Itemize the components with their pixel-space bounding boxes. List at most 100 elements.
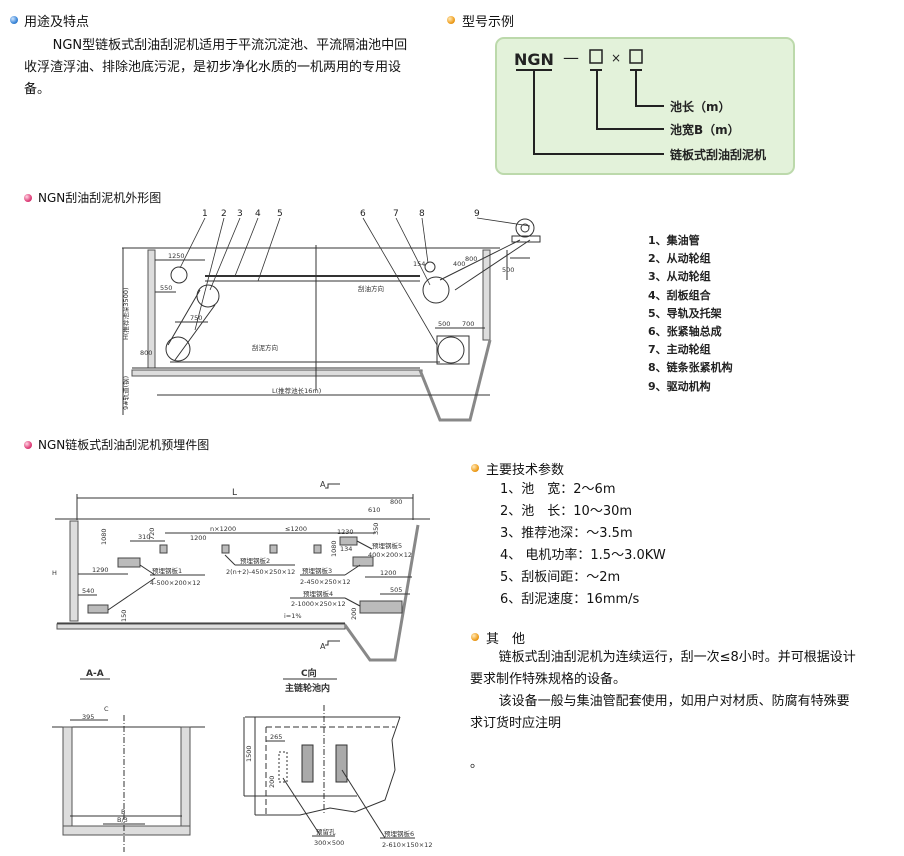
- direction-label-oil: 刮油方向: [358, 284, 384, 293]
- dim-label: 800: [465, 255, 477, 263]
- param-item: 4、 电机功率：1.5～3.0KW: [500, 548, 666, 563]
- dim-label: 350: [372, 523, 380, 535]
- bullet-icon: [24, 441, 32, 449]
- dim-label: 550: [160, 284, 172, 292]
- dim-label: 1200: [190, 534, 207, 542]
- model-times: ×: [611, 51, 621, 65]
- dim-label: 540: [82, 587, 94, 595]
- callout-1: 1: [202, 209, 208, 219]
- param-item: 6、刮泥速度：16mm/s: [500, 592, 640, 607]
- rail-label: 9#轨道(钢): [121, 376, 130, 410]
- section-heading-embed: NGN链板式刮油刮泥机预埋件图: [38, 438, 210, 452]
- view-c-subtitle: 主链轮池内: [285, 682, 330, 694]
- dim-label: 154: [413, 260, 425, 268]
- dim-label: 1200: [380, 569, 397, 577]
- usage-text: NGN型链板式刮油刮泥机适用于平流沉淀池、平流隔油池中回收浮渣浮油、排除池底污泥…: [24, 38, 408, 97]
- plate-label: 预埋钢板3: [302, 566, 332, 575]
- dim-label: 750: [190, 314, 202, 322]
- direction-label-sludge: 刮泥方向: [252, 343, 278, 352]
- plate-size: 4-500×200×12: [150, 579, 200, 587]
- dim-label: C: [104, 705, 109, 713]
- bullet-icon: [471, 633, 479, 641]
- slope-label: i=1%: [284, 612, 302, 620]
- legend-item: 3、从动轮组: [648, 270, 711, 284]
- dim-label: ≤1200: [285, 525, 307, 533]
- section-heading-other: 其 他: [486, 632, 526, 647]
- dim-label: 1080: [330, 540, 338, 557]
- plate-size: 400×200×12: [368, 551, 412, 559]
- params-list: 1、池 宽：2～6m 2、池 长：10～30m 3、推荐池深：～3.5m 4、 …: [500, 479, 666, 611]
- section-aa-drawing: [52, 678, 205, 852]
- view-c-title: C向: [301, 667, 317, 679]
- plate-label: 预埋钢板5: [372, 541, 402, 550]
- callout-8: 8: [419, 209, 425, 219]
- param-item: 2、池 长：10～30m: [500, 504, 633, 519]
- plate-label: 预埋钢板4: [303, 589, 333, 598]
- dim-label: 505: [390, 586, 402, 594]
- callout-9: 9: [474, 209, 480, 219]
- dim-label: 1080: [100, 528, 108, 545]
- param-item: 5、刮板间距：～2m: [500, 570, 621, 585]
- usage-paragraph: NGN型链板式刮油刮泥机适用于平流沉淀池、平流隔油池中回收浮渣浮油、排除池底污泥…: [24, 35, 420, 101]
- hole-label: 预留孔: [316, 827, 336, 836]
- other-paragraph: 链板式刮油刮泥机为连续运行，刮一次≤8小时。并可根据设计要求制作特殊规格的设备。: [470, 650, 856, 687]
- dim-label: 134: [340, 545, 352, 553]
- dim-label: 800: [140, 349, 152, 357]
- bullet-icon: [471, 464, 479, 472]
- section-mark: A: [320, 642, 326, 651]
- dim-label: 1500: [245, 745, 253, 762]
- section-mark: A: [320, 480, 326, 489]
- plate-size: 2-1000×250×12: [291, 600, 346, 608]
- param-item: 3、推荐池深：～3.5m: [500, 526, 633, 541]
- dim-label: 200: [268, 776, 276, 788]
- dim-label-length: L: [232, 488, 237, 498]
- callout-4: 4: [255, 209, 261, 219]
- bullet-icon: [24, 194, 32, 202]
- dim-label: 1230: [337, 528, 354, 536]
- trailing-period: 。: [470, 756, 484, 771]
- dim-label: 395: [82, 713, 94, 721]
- dim-label: 200: [350, 608, 358, 620]
- model-label-width: 池宽B（m）: [670, 122, 740, 137]
- view-c-drawing: [243, 678, 415, 839]
- dim-label: 720: [148, 528, 156, 540]
- dim-label: 1250: [168, 252, 185, 260]
- callout-5: 5: [277, 209, 283, 219]
- model-example-box: [495, 37, 795, 175]
- bullet-icon: [10, 16, 18, 24]
- section-heading-usage: 用途及特点: [24, 15, 90, 30]
- dim-label: 800: [390, 498, 402, 506]
- legend-item: 7、主动轮组: [648, 343, 711, 357]
- legend-item: 2、从动轮组: [648, 252, 711, 266]
- plate-label: 预埋钢板1: [152, 566, 182, 575]
- dim-label: 400: [453, 260, 465, 268]
- model-label-type: 链板式刮油刮泥机: [670, 147, 766, 162]
- callout-6: 6: [360, 209, 366, 219]
- dim-label: B: [121, 808, 125, 816]
- dim-label: 1290: [92, 566, 109, 574]
- plate-size: 2(n+2)-450×250×12: [226, 568, 295, 576]
- dim-label: n×1200: [210, 525, 236, 533]
- model-code: NGN: [514, 50, 554, 69]
- dim-label: 500: [502, 266, 514, 274]
- outline-legend: 1、集油管 2、从动轮组 3、从动轮组 4、刮板组合 5、导轨及托架 6、张紧轴…: [648, 232, 733, 396]
- plate-label: 预埋钢板2: [240, 556, 270, 565]
- plate-size: 2-610×150×12: [382, 841, 432, 849]
- dim-label: 500: [438, 320, 450, 328]
- dim-label-length: L(推荐池长16m): [272, 386, 321, 395]
- bullet-icon: [447, 16, 455, 24]
- callout-2: 2: [221, 209, 227, 219]
- plate-size: 2-450×250×12: [300, 578, 350, 586]
- dim-label: 310: [138, 533, 150, 541]
- hole-size: 300×500: [314, 839, 344, 847]
- model-dash: —: [563, 48, 579, 67]
- dim-label: 265: [270, 733, 282, 741]
- legend-item: 4、刮板组合: [648, 288, 711, 302]
- dim-label: 610: [368, 506, 380, 514]
- dim-label-depth: H(推荐池深3500): [121, 287, 130, 340]
- section-aa-title: A-A: [86, 669, 104, 679]
- legend-item: 5、导轨及托架: [648, 306, 722, 320]
- dim-label: 150: [120, 610, 128, 622]
